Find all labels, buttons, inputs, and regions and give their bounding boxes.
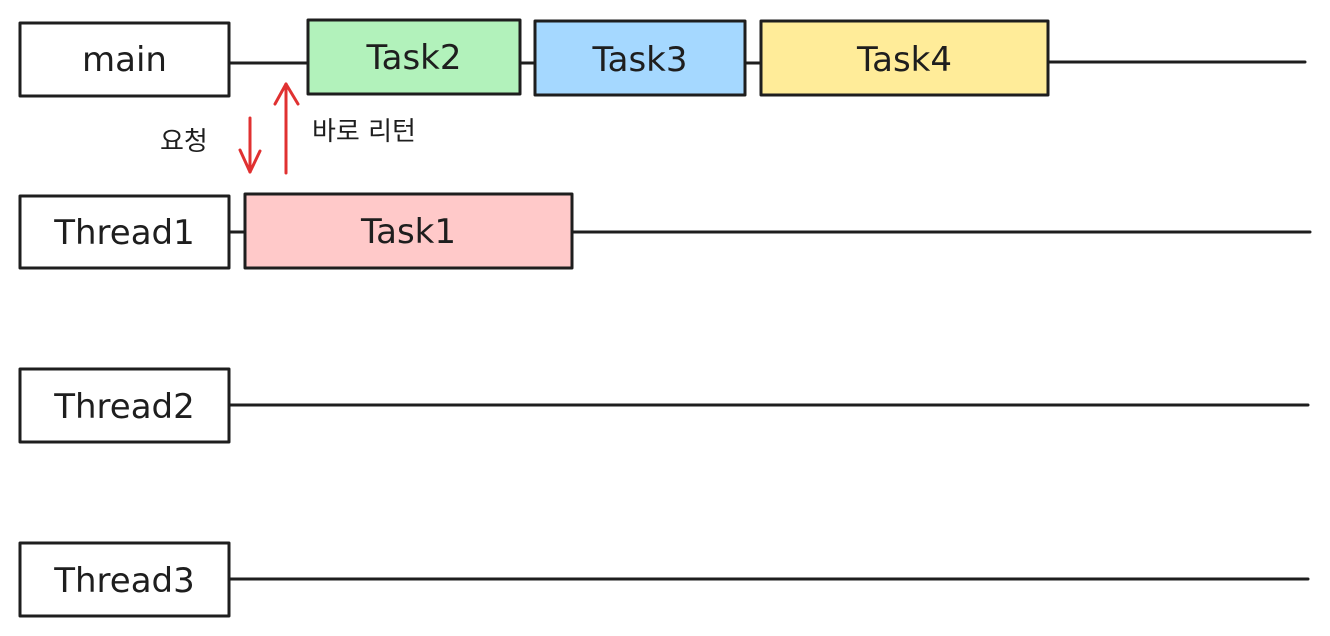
- task2-box: [306, 18, 522, 96]
- task4-box: [759, 19, 1050, 97]
- lane-thread3-box: [18, 541, 231, 618]
- task1-block: Task1: [243, 192, 574, 270]
- lane-thread3: Thread3: [18, 541, 231, 618]
- lane-main: main: [18, 21, 231, 98]
- task4-block: Task4: [759, 19, 1050, 97]
- request-note: 요청: [160, 127, 208, 157]
- task2-block: Task2: [306, 18, 522, 96]
- task4-label: Task4: [856, 40, 952, 80]
- lane-thread2: Thread2: [18, 367, 231, 444]
- lane-thread2-label: Thread2: [53, 387, 195, 427]
- lane-thread1-label: Thread1: [53, 213, 195, 253]
- return-arrow-head: [273, 82, 300, 106]
- lane-main-label: main: [82, 40, 167, 80]
- return-arrow: [273, 82, 300, 175]
- lane-thread1-box: [18, 194, 231, 270]
- lane-thread2-box: [18, 367, 231, 444]
- task3-label: Task3: [591, 40, 687, 80]
- lane-thread3-label: Thread3: [53, 561, 195, 601]
- task3-box: [533, 19, 747, 97]
- task1-box: [243, 192, 574, 270]
- lane-main-box: [18, 21, 231, 98]
- request-arrow: [238, 116, 262, 174]
- request-arrow-head: [238, 148, 262, 174]
- lane-thread1: Thread1: [18, 194, 231, 270]
- task2-label: Task2: [365, 38, 461, 78]
- immediate-return-note: 바로 리턴: [312, 117, 416, 147]
- task3-block: Task3: [533, 19, 747, 97]
- task1-label: Task1: [360, 212, 456, 252]
